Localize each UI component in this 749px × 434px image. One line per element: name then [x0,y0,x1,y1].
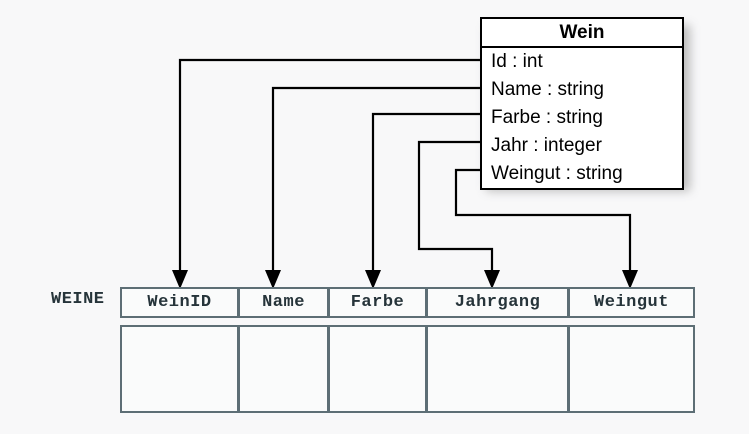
table-cell-weinid [120,325,238,413]
uml-attribute-farbe: Farbe : string [491,107,603,128]
uml-attribute-list: Id : int Name : string Farbe : string Ja… [482,48,682,188]
uml-attribute-jahr: Jahr : integer [491,135,602,156]
table-cell-weingut [568,325,695,413]
table-cell-jahrgang [426,325,568,413]
table-cell-farbe [328,325,426,413]
table-row [120,325,695,413]
relation-table-weine: WeinID Name Farbe Jahrgang Weingut [120,287,695,413]
connector-farbe-to-farbe [365,112,480,289]
connector-name-to-name [265,86,480,289]
column-header-name: Name [238,287,328,318]
uml-class-wein[interactable]: Wein Id : int Name : string Farbe : stri… [480,17,684,190]
connector-id-to-weinid [172,58,480,289]
column-header-farbe: Farbe [328,287,426,318]
column-header-weingut: Weingut [568,287,695,318]
column-header-jahrgang: Jahrgang [426,287,568,318]
uml-attribute-weingut: Weingut : string [491,163,623,184]
table-cell-name [238,325,328,413]
uml-attribute-name: Name : string [491,79,604,100]
uml-attribute-id: Id : int [491,51,543,72]
column-header-weinid: WeinID [120,287,238,318]
table-header-row: WeinID Name Farbe Jahrgang Weingut [120,287,695,318]
relation-name-label: WEINE [51,290,105,309]
uml-class-title: Wein [482,19,682,48]
